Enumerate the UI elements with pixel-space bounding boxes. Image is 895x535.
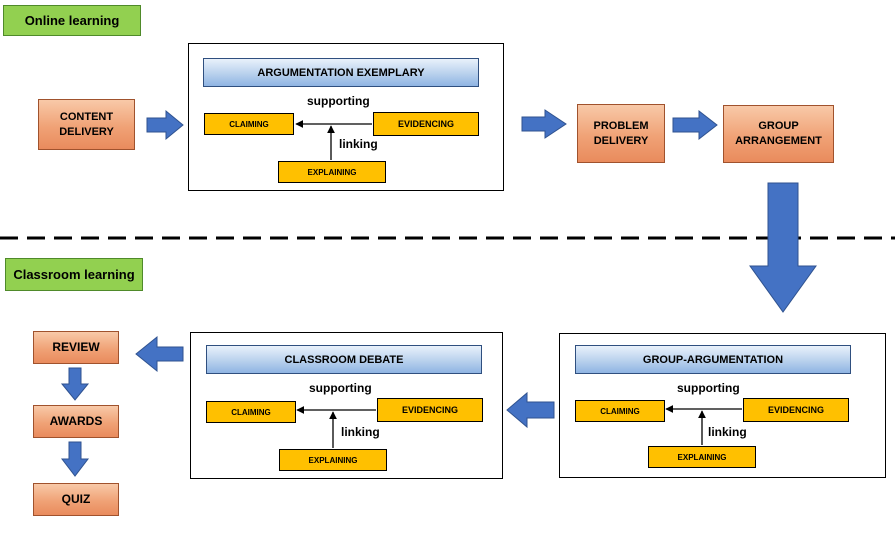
arrow-group-down-to-classroom <box>749 182 817 313</box>
debate-claiming-box: CLAIMING <box>206 401 296 423</box>
debate-supporting-label: supporting <box>309 381 372 395</box>
classroom-learning-label: Classroom learning <box>5 258 143 291</box>
exemplary-explaining-box: EXPLAINING <box>278 161 386 183</box>
arrow-problem-to-group <box>672 109 718 141</box>
review-box: REVIEW <box>33 331 119 364</box>
group-evidencing-box: EVIDENCING <box>743 398 849 422</box>
arrow-review-to-awards <box>60 367 90 401</box>
online-learning-label: Online learning <box>3 5 141 36</box>
classroom-debate-frame: CLASSROOM DEBATE CLAIMING EVIDENCING EXP… <box>190 332 503 479</box>
group-claiming-box: CLAIMING <box>575 400 665 422</box>
arrow-exemplary-to-problem <box>521 109 567 139</box>
argumentation-exemplary-header: ARGUMENTATION EXEMPLARY <box>203 58 479 87</box>
exemplary-supporting-label: supporting <box>307 94 370 108</box>
exemplary-evidencing-box: EVIDENCING <box>373 112 479 136</box>
group-argumentation-frame: GROUP-ARGUMENTATION CLAIMING EVIDENCING … <box>559 333 886 478</box>
arrow-awards-to-quiz <box>60 441 90 477</box>
exemplary-claiming-box: CLAIMING <box>204 113 294 135</box>
arrow-groupargumentation-to-debate <box>506 391 555 429</box>
argumentation-exemplary-frame: ARGUMENTATION EXEMPLARY CLAIMING EVIDENC… <box>188 43 504 191</box>
debate-linking-label: linking <box>341 425 380 439</box>
arrow-content-to-exemplary <box>146 109 184 141</box>
group-supporting-label: supporting <box>677 381 740 395</box>
arrow-debate-to-review <box>135 335 184 373</box>
debate-explaining-box: EXPLAINING <box>279 449 387 471</box>
group-linking-label: linking <box>708 425 747 439</box>
quiz-box: QUIZ <box>33 483 119 516</box>
debate-evidencing-box: EVIDENCING <box>377 398 483 422</box>
group-explaining-box: EXPLAINING <box>648 446 756 468</box>
group-argumentation-header: GROUP-ARGUMENTATION <box>575 345 851 374</box>
awards-box: AWARDS <box>33 405 119 438</box>
classroom-debate-header: CLASSROOM DEBATE <box>206 345 482 374</box>
exemplary-linking-label: linking <box>339 137 378 151</box>
